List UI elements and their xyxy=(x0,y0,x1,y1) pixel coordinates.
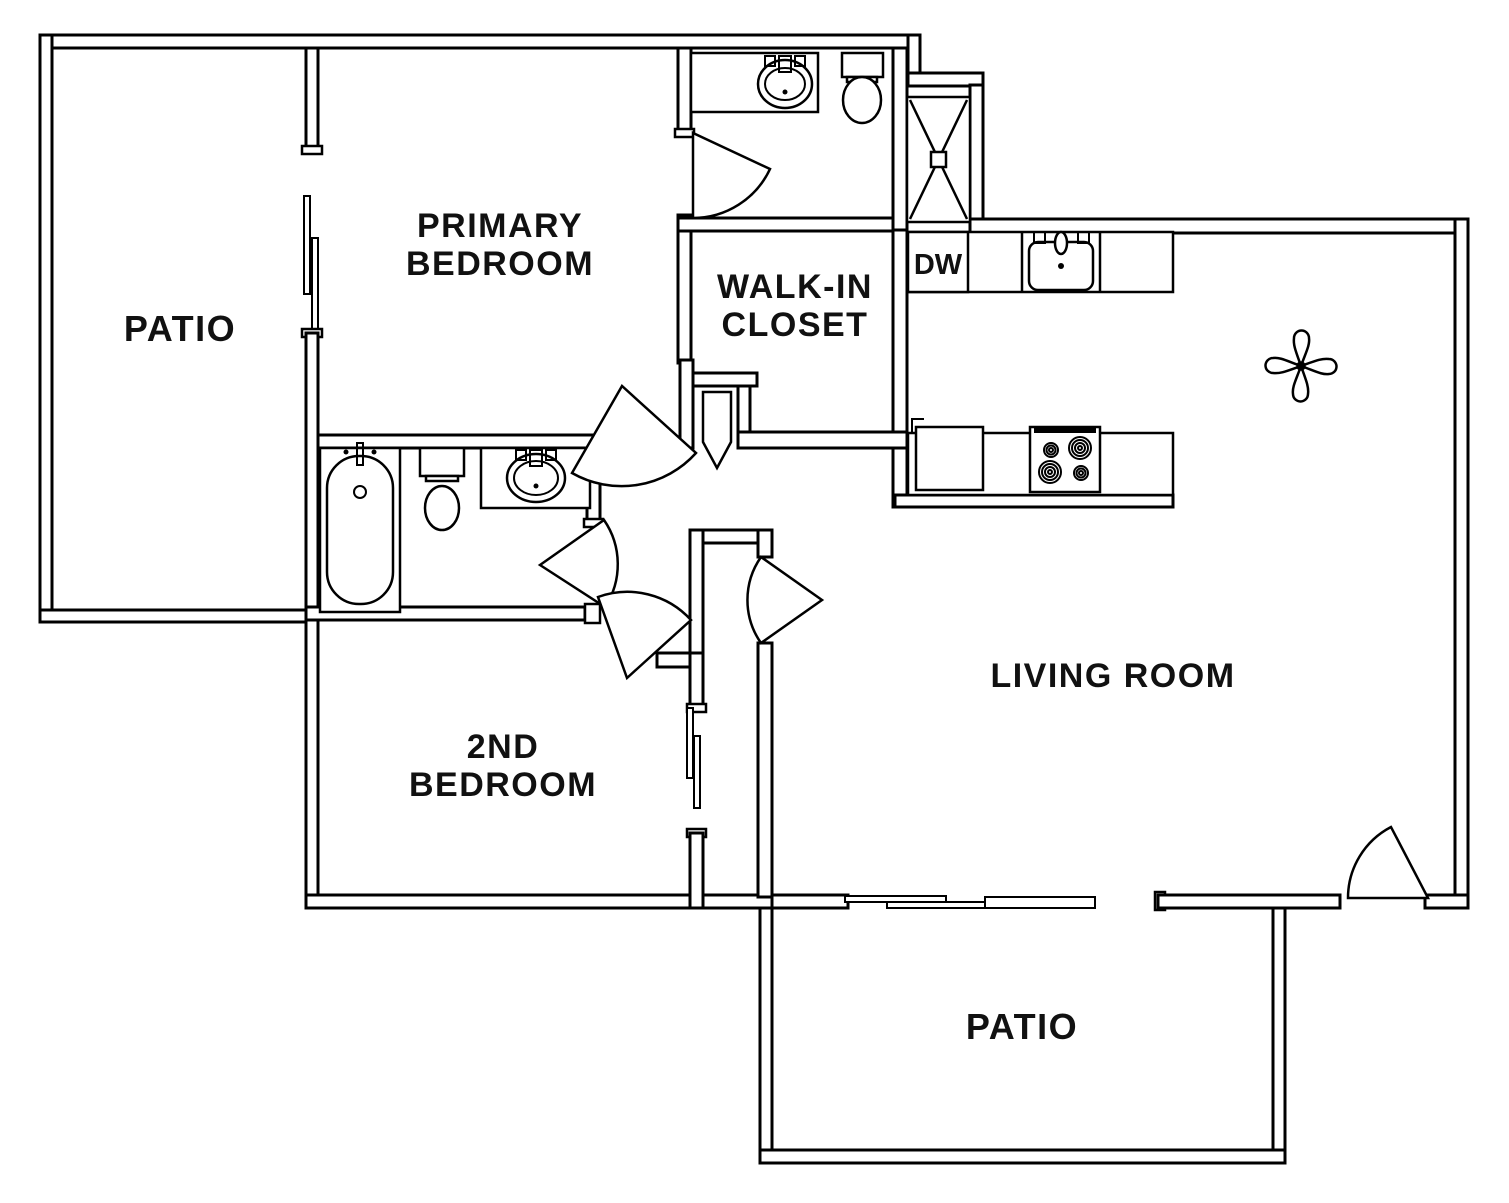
wall-cap xyxy=(673,127,696,139)
patio-slider-panel-1 xyxy=(303,195,311,295)
counter-edge-detail xyxy=(911,418,924,433)
wall-bedroom-west-upper xyxy=(304,46,320,152)
patio-slider-panel-2 xyxy=(311,237,319,334)
faucet-handle-icon xyxy=(515,449,527,461)
closet-door-leaf-icon xyxy=(701,390,733,471)
patio-upper-label: PATIO xyxy=(124,308,236,349)
walk-in-closet-label-line1: WALK-IN xyxy=(717,268,873,306)
wall-bath2-north xyxy=(316,433,602,450)
faucet-icon xyxy=(529,449,543,467)
wall-cap xyxy=(583,602,602,625)
door-swing-arc-icon xyxy=(570,384,698,488)
faucet-handle-icon xyxy=(764,55,776,67)
faucet-handle-icon xyxy=(545,449,557,461)
wall-living-south-left xyxy=(770,893,850,910)
door-swing-arc-icon xyxy=(746,555,825,645)
ceiling-fan-icon xyxy=(1264,329,1338,403)
second-bedroom-label-line1: 2ND xyxy=(467,728,540,766)
bathtub-icon xyxy=(318,442,402,614)
toilet-tank-icon xyxy=(840,51,885,79)
bedroom-slider-panel-1 xyxy=(686,707,694,779)
toilet-bowl-icon xyxy=(423,484,461,532)
wall-top xyxy=(38,33,910,50)
stove-burners-icon xyxy=(1028,425,1102,494)
drain-icon xyxy=(782,89,788,95)
doors xyxy=(537,131,1431,900)
kitchen-sink-icon xyxy=(1027,230,1095,292)
wall-kitchen-south xyxy=(893,493,1175,509)
bedroom-slider-panel-2 xyxy=(693,735,701,809)
bathroom-1 xyxy=(689,51,972,224)
second-bedroom-label-line2: BEDROOM xyxy=(409,766,597,804)
refrigerator-icon xyxy=(914,425,985,492)
wall-bath1-west xyxy=(676,46,693,135)
wall-closet-west xyxy=(676,213,693,365)
wall-second-bedroom-west xyxy=(304,608,320,910)
wall-niche-top xyxy=(691,371,759,388)
drain-icon xyxy=(533,483,539,489)
walk-in-closet-label-line2: CLOSET xyxy=(722,306,869,344)
wall-bath1-south xyxy=(676,216,909,233)
wall-left xyxy=(38,33,54,624)
patio-lower-label: PATIO xyxy=(966,1006,1078,1047)
wall-coat-closet-right-upper xyxy=(756,528,774,559)
wall-second-bedroom-east-lower xyxy=(688,831,705,910)
wall-niche-left xyxy=(678,358,695,450)
wall-coat-closet-left xyxy=(688,528,705,662)
bathroom-2 xyxy=(318,442,592,614)
living-slider-panel-3 xyxy=(984,896,1096,909)
door-swing-arc-icon xyxy=(596,590,693,681)
wall-kitchen-west xyxy=(891,228,909,509)
wall-patio-lower-right xyxy=(1271,906,1287,1165)
wall-living-south-right xyxy=(1156,893,1342,910)
toilet-seat-icon xyxy=(424,474,460,483)
shower-pan-icon xyxy=(905,95,972,224)
wall-corridor-east xyxy=(756,641,774,899)
wall-second-bedroom-east-upper xyxy=(688,651,705,710)
entry-door-swing-icon xyxy=(1346,825,1431,900)
wall-cap xyxy=(300,144,324,156)
walls xyxy=(38,33,1470,1165)
dishwasher-label: DW xyxy=(914,249,963,281)
wall-bath1-east xyxy=(891,46,909,232)
door-swing-arc-icon xyxy=(691,131,772,220)
sink-basin-icon xyxy=(513,460,559,496)
faucet-handle-icon xyxy=(794,55,806,67)
living-room-label: LIVING ROOM xyxy=(990,657,1235,695)
kitchen: DW xyxy=(906,230,1175,497)
wall-patio-lower-left xyxy=(758,906,774,1165)
faucet-icon xyxy=(778,55,792,73)
primary-bedroom-label-line1: PRIMARY xyxy=(417,207,583,245)
wall-patio-lower-bottom xyxy=(758,1148,1287,1165)
toilet-tank-icon xyxy=(418,446,466,478)
wall-bedroom-west-lower xyxy=(304,331,320,612)
toilet-bowl-icon xyxy=(841,75,883,125)
primary-bedroom-label-line2: BEDROOM xyxy=(406,245,594,283)
living-slider-panel-2 xyxy=(886,901,988,909)
wall-step-vertical-2 xyxy=(968,83,985,227)
wall-closet-south xyxy=(736,430,909,450)
wall-right xyxy=(1453,217,1470,910)
wall-entry-jamb xyxy=(1423,893,1470,910)
room-labels: PRIMARY BEDROOM PATIO WALK-IN CLOSET LIV… xyxy=(124,207,1235,1047)
sink-basin-icon xyxy=(764,67,806,101)
wall-patio-upper-bottom xyxy=(38,608,314,624)
dishwasher-icon xyxy=(906,230,970,294)
